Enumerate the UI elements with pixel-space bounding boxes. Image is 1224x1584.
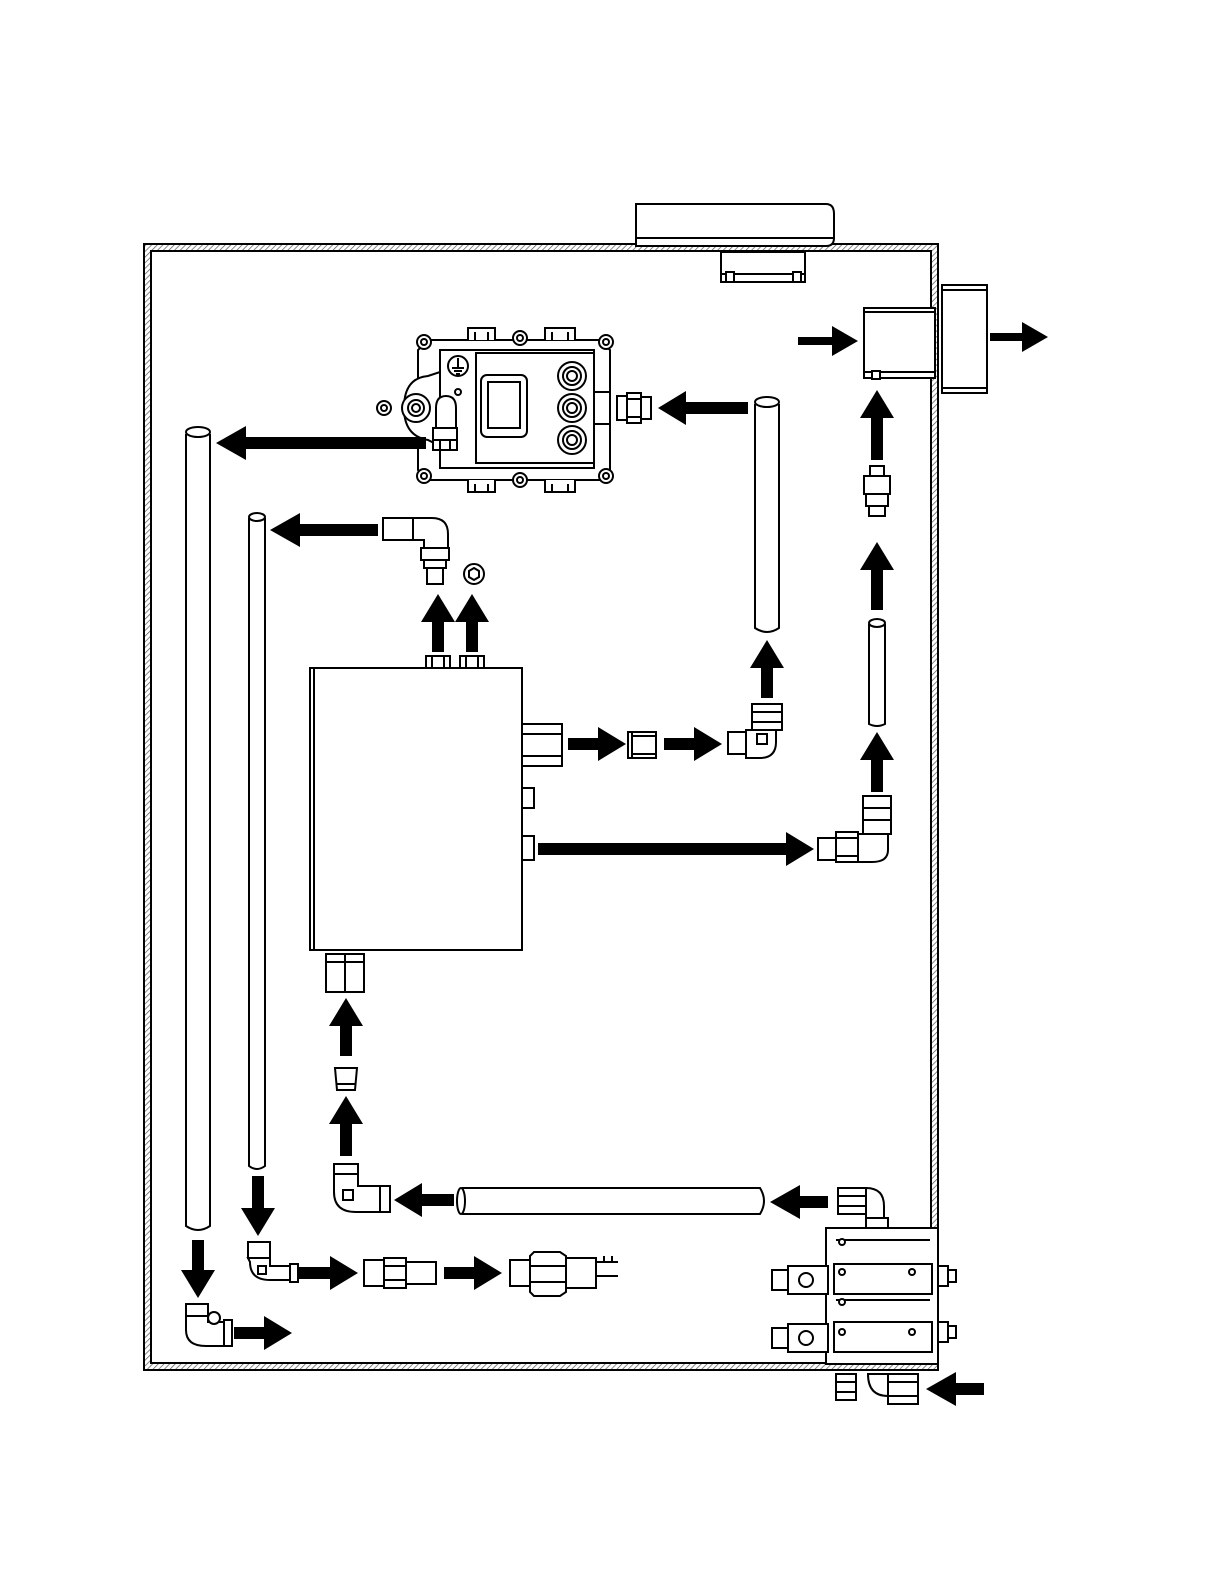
reducer-bushing (335, 1068, 357, 1090)
vertical-tube (755, 397, 779, 632)
elbow-fitting (818, 796, 891, 862)
manifold-body (310, 656, 562, 992)
elbow-fitting (186, 1304, 232, 1346)
straight-fitting (864, 466, 890, 516)
flow-arrow (658, 391, 748, 425)
flow-arrow (770, 1185, 828, 1219)
top-mount-bracket (636, 204, 834, 282)
reducer-bushing (628, 732, 656, 758)
flow-arrow (568, 727, 626, 761)
flow-arrow (798, 326, 858, 356)
vertical-tube (186, 427, 210, 1230)
vertical-tube (249, 513, 265, 1169)
flow-arrow (329, 998, 363, 1056)
flow-arrow (444, 1256, 502, 1290)
flow-arrow (538, 832, 814, 866)
flow-arrow (421, 594, 455, 652)
flow-arrow (270, 513, 378, 547)
flow-arrow (860, 390, 894, 460)
flow-arrow (455, 594, 489, 652)
side-cylinder (864, 285, 987, 393)
flow-arrow (241, 1176, 275, 1236)
elbow-fitting (334, 1164, 390, 1212)
solenoid-valve-bank (772, 1228, 956, 1404)
horizontal-tube (457, 1188, 764, 1214)
straight-fitting (617, 393, 651, 423)
flow-arrow (860, 542, 894, 610)
straight-fitting (364, 1258, 436, 1288)
flow-arrow (329, 1096, 363, 1156)
flow-arrow (181, 1240, 215, 1298)
elbow-fitting (383, 518, 449, 584)
flow-arrow (234, 1316, 292, 1350)
flow-arrow (298, 1256, 358, 1290)
elbow-fitting (248, 1242, 298, 1282)
nut-fitting (464, 564, 484, 584)
elbow-fitting (728, 704, 782, 758)
flow-arrow (860, 732, 894, 792)
elbow-fitting (838, 1188, 888, 1230)
flow-arrow (926, 1372, 984, 1406)
flow-arrow (394, 1183, 454, 1217)
controller-module (377, 328, 613, 492)
flow-arrow (216, 426, 426, 460)
flow-arrow (990, 322, 1048, 352)
pressure-switch (510, 1252, 618, 1296)
flow-arrow (750, 640, 784, 698)
flow-arrow (664, 727, 722, 761)
vertical-tube (869, 619, 885, 726)
